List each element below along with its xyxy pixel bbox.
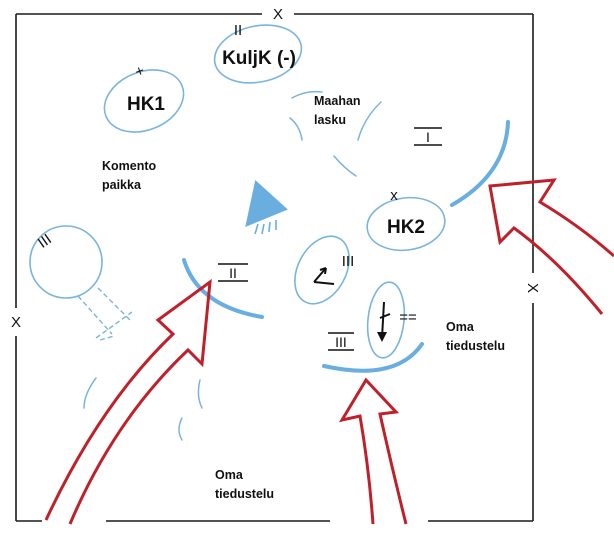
front-arc-second: [182, 258, 264, 319]
front-arc-third: [322, 342, 424, 373]
front-arcs: [182, 120, 510, 373]
sector-third: III: [328, 332, 354, 351]
unit-hk1: HK1 +: [103, 62, 185, 133]
terrain-line: [291, 90, 323, 99]
frame-mark-left: X: [11, 314, 21, 331]
front-arc-first: [450, 120, 510, 207]
unit-left-circle: III: [29, 225, 133, 341]
attack-arrow-left: [44, 278, 212, 525]
label-paikka: paikka: [102, 178, 142, 192]
sector-second: II: [218, 263, 248, 282]
terrain-line: [289, 117, 303, 141]
unit-size-mark-kuljk: II: [234, 22, 242, 39]
sector-first: I: [414, 127, 442, 146]
terrain-line: [178, 417, 183, 441]
unit-circle: [29, 225, 103, 299]
sector-label-first: I: [426, 129, 430, 145]
label-tiedustelu-right: tiedustelu: [446, 339, 505, 353]
terrain-line: [333, 155, 357, 177]
unit-ellipse: [294, 235, 350, 305]
label-tiedustelu-bottom: tiedustelu: [215, 487, 274, 501]
attack-arrow-bottom: [338, 377, 408, 525]
unit-size-mark-center: III: [342, 253, 355, 270]
unit-hk2: HK2 x: [366, 187, 446, 252]
unit-ellipse: [213, 24, 303, 84]
unit-ellipse: [103, 69, 185, 133]
unit-size-mark-lower: ==: [399, 309, 417, 326]
terrain-line: [357, 101, 382, 141]
unit-label-kuljk: KuljK (-): [222, 48, 296, 69]
up-right-arrow-icon: [313, 267, 335, 285]
terrain-lines: [83, 90, 382, 441]
movement-arrow-dashed: [77, 287, 133, 341]
unit-kuljk: KuljK (-) II: [213, 22, 303, 84]
label-oma-right: Oma: [446, 320, 475, 334]
sector-label-second: II: [229, 265, 237, 281]
unit-center: III: [294, 235, 355, 305]
unit-ellipse: [366, 281, 406, 359]
label-oma-bottom: Oma: [215, 468, 244, 482]
terrain-line: [197, 379, 203, 409]
terrain-line: [83, 377, 97, 409]
unit-label-hk1: HK1: [127, 94, 165, 115]
unit-label-hk2: HK2: [387, 217, 425, 238]
command-triangle-icon: [245, 180, 288, 235]
unit-lower: ==: [366, 281, 417, 359]
label-maahan: Maahan: [314, 94, 361, 108]
unit-ellipse: [366, 196, 446, 252]
unit-size-mark-hk1: +: [133, 62, 147, 81]
frame-mark-right: X: [524, 283, 541, 293]
down-arrow-icon: [377, 301, 391, 342]
label-lasku: lasku: [314, 113, 346, 127]
sector-label-third: III: [335, 334, 347, 350]
frame-mark-top: X: [273, 6, 283, 23]
unit-size-mark-hk2: x: [390, 187, 398, 204]
attack-arrows: [44, 178, 614, 525]
unit-size-mark-left: III: [35, 231, 55, 252]
boundary-frame: [15, 13, 534, 522]
label-komento: Komento: [102, 159, 157, 173]
attack-arrow-right: [488, 178, 614, 315]
